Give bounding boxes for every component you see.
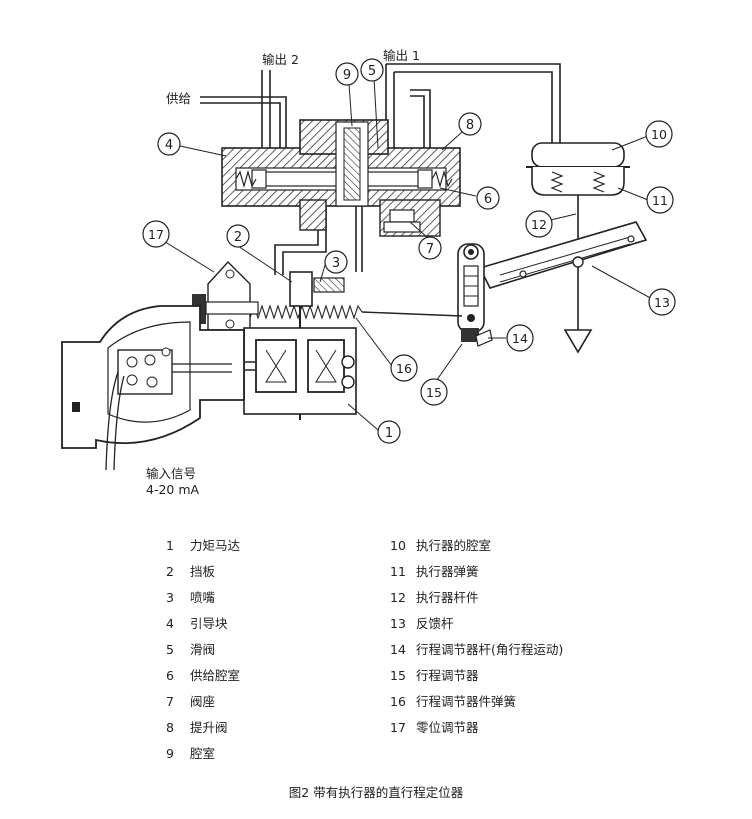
housing [61, 305, 245, 471]
torque-motor [230, 327, 357, 415]
legend-text: 供给腔室 [190, 668, 241, 683]
output2-label: 输出 2 [262, 52, 299, 67]
legend-item: 14 行程调节器杆(角行程运动) [390, 642, 563, 658]
legend-num: 15 [390, 668, 406, 683]
legend-text: 滑阀 [190, 642, 216, 657]
legend-num: 10 [390, 538, 406, 553]
callout-2: 2 [234, 230, 242, 245]
legend-text: 执行器的腔室 [416, 538, 492, 553]
legend-num: 6 [166, 668, 174, 683]
callout-11: 11 [652, 193, 668, 208]
legend-num: 17 [390, 720, 406, 735]
callout-5: 5 [368, 64, 376, 79]
supply-label: 供给 [166, 91, 191, 106]
zero-adjuster [192, 260, 259, 331]
legend-num: 11 [390, 564, 406, 579]
legend-text: 行程调节器杆(角行程运动) [416, 642, 564, 657]
legend-item: 16 行程调节器件弹簧 [390, 694, 516, 710]
callout-3: 3 [332, 256, 340, 271]
pilot-block [221, 119, 461, 237]
legend-text: 行程调节器件弹簧 [416, 694, 517, 709]
legend-item: 13 反馈杆 [390, 616, 454, 632]
legend-item: 2 挡板 [166, 564, 215, 580]
legend-num: 9 [166, 746, 174, 761]
callout-9: 9 [343, 68, 351, 83]
output1-label: 输出 1 [383, 48, 420, 63]
callout-17: 17 [148, 227, 164, 242]
legend-num: 4 [166, 616, 174, 631]
callout-8: 8 [466, 118, 474, 133]
legend-text: 阀座 [190, 694, 216, 709]
feedback-lever [478, 221, 648, 289]
legend-item: 15 行程调节器 [390, 668, 479, 684]
legend-item: 8 提升阀 [166, 720, 228, 736]
legend-item: 1 力矩马达 [166, 538, 240, 554]
legend-item: 4 引导块 [166, 616, 228, 632]
legend-item: 9 腔室 [166, 746, 215, 762]
legend-num: 8 [166, 720, 174, 735]
callout-7: 7 [426, 242, 434, 257]
input-range-label: 4-20 mA [146, 482, 200, 497]
legend-item: 17 零位调节器 [390, 720, 479, 736]
stroke-adjuster [457, 243, 493, 347]
callout-12: 12 [531, 217, 547, 232]
input-signal-label: 输入信号 [146, 466, 196, 481]
legend-num: 1 [166, 538, 174, 553]
legend-text: 喷嘴 [190, 590, 216, 605]
legend-num: 3 [166, 590, 174, 605]
positioner-diagram: 输出 2 输出 1 供给 输入信号 4-20 mA 1 2 3 4 5 6 [61, 48, 676, 497]
callout-13: 13 [654, 295, 670, 310]
legend-item: 11 执行器弹簧 [390, 564, 479, 580]
legend-text: 行程调节器 [416, 668, 479, 683]
legend-num: 7 [166, 694, 174, 709]
callout-6: 6 [484, 192, 492, 207]
legend: 1 力矩马达 2 挡板 3 喷嘴 4 引导块 5 滑阀 6 供给腔室 7 阀座 8 提升阀 9 腔… [0, 530, 752, 770]
actuator [526, 142, 630, 196]
legend-text: 挡板 [190, 564, 216, 579]
legend-text: 力矩马达 [190, 538, 241, 553]
legend-text: 零位调节器 [416, 720, 479, 735]
legend-text: 引导块 [190, 616, 228, 631]
legend-item: 5 滑阀 [166, 642, 215, 658]
legend-text: 执行器杆件 [416, 590, 479, 605]
legend-item: 10 执行器的腔室 [390, 538, 491, 554]
callout-circles: 1 2 3 4 5 6 7 8 9 10 11 12 13 14 15 16 1… [142, 58, 676, 444]
legend-text: 反馈杆 [416, 616, 454, 631]
legend-item: 6 供给腔室 [166, 668, 240, 684]
callout-15: 15 [426, 385, 442, 400]
legend-item: 3 喷嘴 [166, 590, 215, 606]
legend-num: 5 [166, 642, 174, 657]
callout-4: 4 [165, 138, 173, 153]
callout-16: 16 [396, 361, 412, 376]
legend-num: 14 [390, 642, 406, 657]
legend-num: 13 [390, 616, 406, 631]
figure-caption: 图2 带有执行器的直行程定位器 [288, 785, 464, 800]
legend-text: 提升阀 [190, 720, 228, 735]
legend-item: 7 阀座 [166, 694, 215, 710]
legend-num: 16 [390, 694, 406, 709]
legend-num: 12 [390, 590, 406, 605]
legend-text: 腔室 [190, 746, 216, 761]
callout-14: 14 [512, 331, 528, 346]
legend-item: 12 执行器杆件 [390, 590, 479, 606]
legend-text: 执行器弹簧 [416, 564, 479, 579]
legend-num: 2 [166, 564, 174, 579]
callouts [161, 77, 655, 431]
callout-1: 1 [385, 426, 393, 441]
callout-10: 10 [651, 127, 667, 142]
